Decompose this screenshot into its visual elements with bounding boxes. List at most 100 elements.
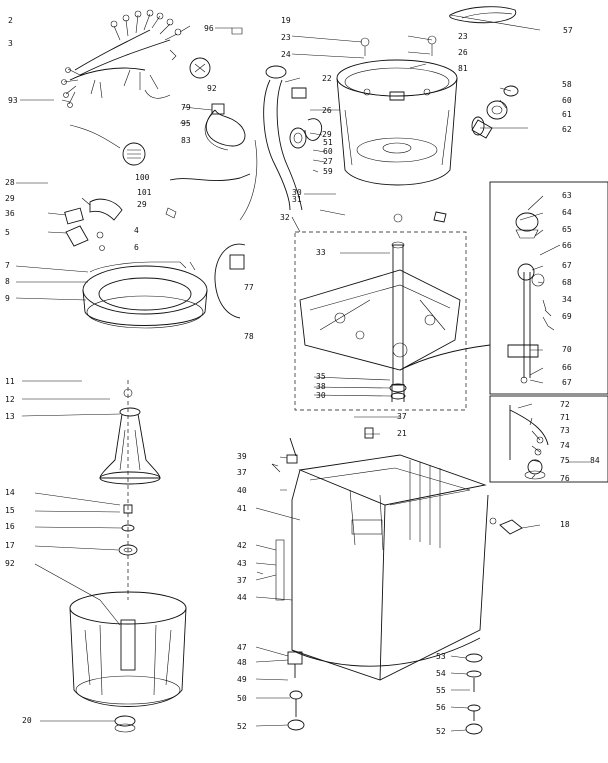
part-label-24: 24 <box>281 50 291 59</box>
part-label-57: 57 <box>563 26 573 35</box>
part-label-68: 68 <box>562 278 572 287</box>
part-label-79: 79 <box>181 103 191 112</box>
part-label-37c: 37 <box>237 576 247 585</box>
part-label-60b: 60 <box>323 147 333 156</box>
part-label-64: 64 <box>562 208 572 217</box>
part-label-36a: 36 <box>5 209 15 218</box>
part-label-101: 101 <box>137 188 152 197</box>
part-label-65: 65 <box>562 225 572 234</box>
part-label-52b: 52 <box>436 727 446 736</box>
part-label-55: 55 <box>436 686 446 695</box>
switch-wire-drawing <box>214 243 246 319</box>
tub-ring-drawing <box>82 261 208 329</box>
part-label-6: 6 <box>134 243 139 252</box>
part-label-66a: 66 <box>562 241 572 250</box>
part-label-41: 41 <box>237 504 247 513</box>
part-label-4: 4 <box>134 226 139 235</box>
part-label-19: 19 <box>281 16 291 25</box>
part-label-43: 43 <box>237 559 247 568</box>
part-label-13: 13 <box>5 412 15 421</box>
inset-suspension-drawing <box>489 181 608 395</box>
part-label-48: 48 <box>237 658 247 667</box>
part-label-30a: 30 <box>292 188 302 197</box>
part-label-7: 7 <box>5 261 10 270</box>
part-label-56: 56 <box>436 703 446 712</box>
part-label-42: 42 <box>237 541 247 550</box>
spin-basket-drawing <box>69 591 187 733</box>
part-label-49: 49 <box>237 675 247 684</box>
inset-timer-drawing <box>489 395 608 483</box>
outer-tub-drawing <box>336 35 458 186</box>
part-label-11: 11 <box>5 377 15 386</box>
part-label-59: 59 <box>323 167 333 176</box>
agitator-dogs-drawing <box>118 380 138 600</box>
part-label-33: 33 <box>316 248 326 257</box>
part-label-28: 28 <box>5 178 15 187</box>
leader-lines <box>15 14 590 732</box>
feet-drawing <box>287 651 483 735</box>
part-label-60a: 60 <box>562 96 572 105</box>
part-label-29c: 29 <box>5 194 15 203</box>
part-label-12: 12 <box>5 395 15 404</box>
part-label-34: 34 <box>562 295 572 304</box>
part-label-92-basket: 92 <box>5 559 15 568</box>
part-label-14: 14 <box>5 488 15 497</box>
part-label-27: 27 <box>323 157 333 166</box>
part-label-63: 63 <box>562 191 572 200</box>
part-label-23a: 23 <box>281 33 291 42</box>
drain-parts-drawing <box>449 6 519 139</box>
part-label-69: 69 <box>562 312 572 321</box>
part-label-72: 72 <box>560 400 570 409</box>
part-label-100: 100 <box>135 173 150 182</box>
part-label-20: 20 <box>22 716 32 725</box>
part-label-8: 8 <box>5 277 10 286</box>
part-label-37a: 37 <box>397 412 407 421</box>
part-label-92-top: 92 <box>207 84 217 93</box>
part-label-31: 31 <box>292 195 302 204</box>
part-label-73: 73 <box>560 426 570 435</box>
part-label-58: 58 <box>562 80 572 89</box>
part-label-18: 18 <box>560 520 570 529</box>
part-label-51: 51 <box>323 138 333 147</box>
part-label-44: 44 <box>237 593 247 602</box>
part-label-38: 38 <box>316 382 326 391</box>
agitator-drawing <box>99 388 161 485</box>
part-label-67a: 67 <box>562 261 572 270</box>
part-label-32: 32 <box>280 213 290 222</box>
part-label-50: 50 <box>237 694 247 703</box>
part-label-39: 39 <box>237 452 247 461</box>
part-label-83: 83 <box>181 136 191 145</box>
part-label-93: 93 <box>8 96 18 105</box>
cabinet-drawing <box>256 427 523 681</box>
part-label-40: 40 <box>237 486 247 495</box>
part-label-9: 9 <box>5 294 10 303</box>
transmission-drawing <box>294 211 467 411</box>
part-label-2: 2 <box>8 16 13 25</box>
part-label-62: 62 <box>562 125 572 134</box>
part-label-22: 22 <box>322 74 332 83</box>
part-label-35: 35 <box>316 372 326 381</box>
part-label-47: 47 <box>237 643 247 652</box>
part-label-54: 54 <box>436 669 446 678</box>
small-parts-left-drawing <box>64 198 177 251</box>
part-label-74: 74 <box>560 441 570 450</box>
part-label-95: 95 <box>181 119 191 128</box>
part-label-29a: 29 <box>322 130 332 139</box>
part-label-5: 5 <box>5 228 10 237</box>
part-label-77: 77 <box>244 283 254 292</box>
part-label-15: 15 <box>5 506 15 515</box>
part-label-30b: 30 <box>316 391 326 400</box>
part-label-17: 17 <box>5 541 15 550</box>
part-label-75: 75 <box>560 456 570 465</box>
part-label-16: 16 <box>5 522 15 531</box>
part-label-71: 71 <box>560 413 570 422</box>
part-label-23b: 23 <box>458 32 468 41</box>
hose-and-cord-drawing <box>169 65 323 221</box>
part-label-67b: 67 <box>562 378 572 387</box>
part-label-96: 96 <box>204 24 214 33</box>
part-label-70: 70 <box>562 345 572 354</box>
part-label-84: 84 <box>590 456 600 465</box>
part-label-81: 81 <box>458 64 468 73</box>
